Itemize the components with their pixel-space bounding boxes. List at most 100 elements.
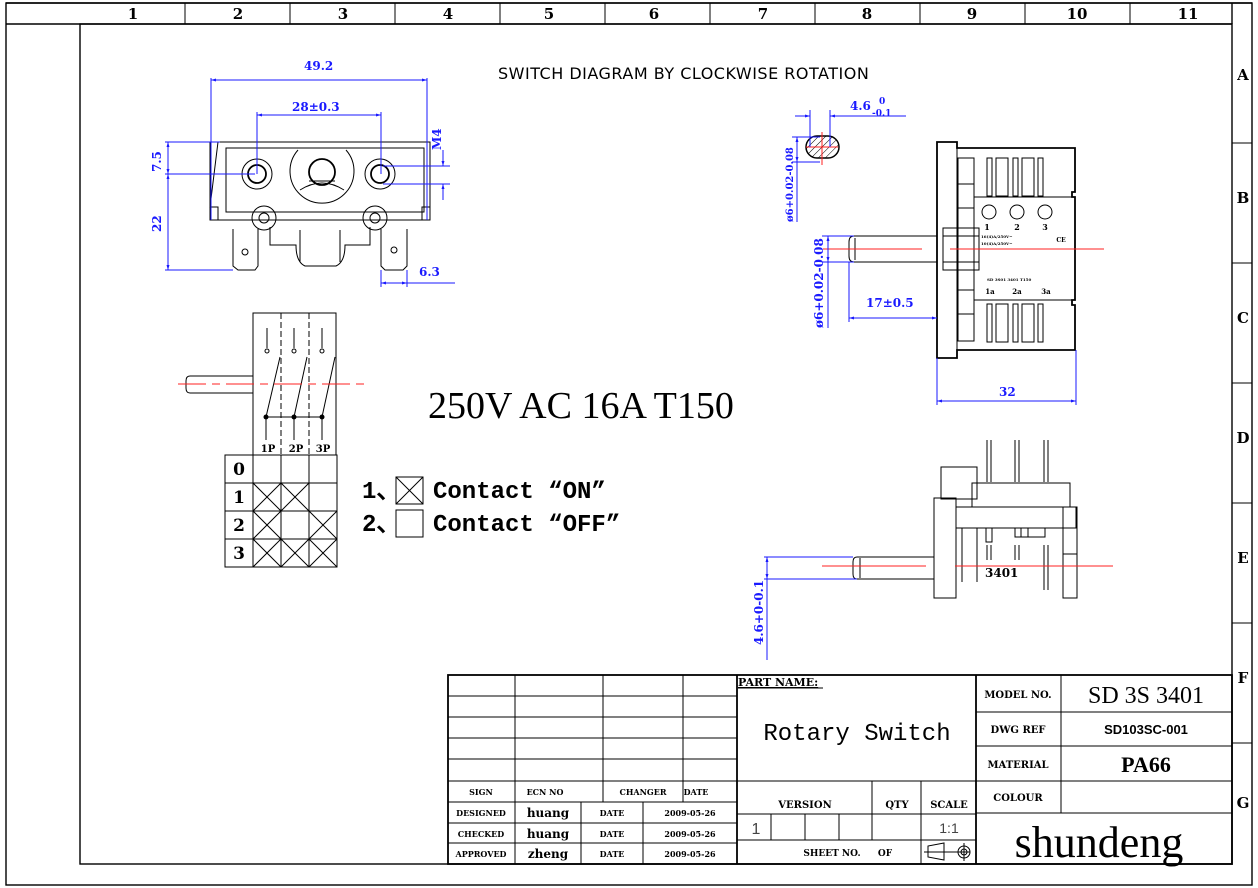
approval-date-label: DATE [600,829,625,839]
of-label: OF [878,849,893,859]
row-zone-dividers [1232,142,1252,744]
contact-off-cell [280,510,310,540]
label-rating-2: 10(4)A/250V~ [981,241,1013,246]
pin-label: 1a [985,287,995,296]
col-label: 5 [544,5,554,23]
sheet-label: SHEET NO. [803,849,860,859]
outer-border [5,2,1253,886]
contact-table-row: 1 [224,482,338,512]
cross-mark [280,538,310,568]
company-name: shundeng [1015,818,1184,867]
contact-on-cell [308,538,338,568]
dim-section-diameter: ø6+0.02-0.08 [785,147,796,222]
row-label: B [1237,189,1250,207]
contact-off-cell [252,454,282,484]
col-label: 7 [758,5,768,23]
row-zone-labels: A B C D E F G [1236,66,1249,812]
contact-table-row: 2 [224,510,338,540]
approval-date: 2009-05-26 [664,829,716,839]
contact-schematic: 1P 2P 3P [178,312,368,456]
scale-value: 1:1 [939,820,959,836]
cross-mark [252,510,282,540]
approval-date-label: DATE [600,808,625,818]
scale-label: SCALE [930,800,968,811]
col-label: 9 [967,5,977,23]
dwg-ref-value: SD103SC-001 [1104,722,1188,737]
approval-date: 2009-05-26 [664,808,716,818]
row-label: D [1236,429,1249,447]
diagram-title: SWITCH DIAGRAM BY CLOCKWISE ROTATION [498,64,869,83]
crossed-box-icon [395,476,424,505]
label-spec: SD 3S01 3401 T150 [987,277,1031,282]
approval-name: zheng [528,847,569,861]
legend-prefix-off: 2、 [362,512,400,539]
position-label: 1 [233,488,245,508]
dim-overall-width: 49.2 [304,59,333,73]
side-view: 4.6 0 -0.1 ø6+0.02-0.08 1 2 [785,97,1104,405]
dim-hole-spacing: 28±0.3 [292,100,340,114]
approval-role: APPROVED [455,849,507,859]
row-label: E [1237,549,1248,567]
col-label: 10 [1067,5,1088,23]
dim-flat-tol-upper: 0 [879,97,885,107]
model-value: SD 3S 3401 [1088,683,1204,709]
approval-role: CHECKED [458,829,504,839]
approval-date: 2009-05-26 [664,849,716,859]
position-label: 3 [233,544,245,564]
legend-text-on: Contact “ON” [433,479,606,506]
col-label: 2 [233,5,243,23]
part-marking: 3401 [985,566,1018,580]
header-date: DATE [684,787,709,797]
column-zone-dividers [184,3,1131,24]
position-label: 0 [233,460,245,480]
header-ecn: ECN NO [527,787,564,797]
row-label: C [1237,309,1249,327]
column-zone-labels: 1 2 3 4 5 6 7 8 9 10 11 [128,5,1199,23]
col-label: 6 [649,5,659,23]
header-sign: SIGN [469,787,493,797]
dim-thread: M4 [430,128,444,150]
cross-mark [308,538,338,568]
position-label: 2 [233,516,245,536]
contact-table: 0 1 2 3 [224,454,338,568]
contact-off-cell [308,482,338,512]
dim-shaft-flat: 4.6+0-0.1 [752,580,766,645]
approval-date-label: DATE [600,849,625,859]
label-rating-1: 16(4)A/250V~ [981,234,1013,239]
legend-text-off: Contact “OFF” [433,512,620,539]
part-name-label: PART NAME: [738,676,818,689]
contact-off-cell [280,454,310,484]
cross-mark [252,482,282,512]
dim-lower-height: 22 [150,215,164,232]
pin-label: 2a [1012,287,1022,296]
part-name: Rotary Switch [763,721,950,748]
row-label: G [1237,794,1250,812]
version-label: VERSION [777,800,831,811]
legend: 1、 Contact “ON” 2、 Contact “OFF” [362,476,620,539]
front-view: 49.2 28±0.3 7.5 22 M4 6.3 [150,59,455,287]
label-cert-mark: CE [1056,237,1066,244]
contact-table-row: 3 [224,538,338,568]
row-label: F [1238,669,1249,687]
material-label: MATERIAL [987,760,1048,771]
dim-body-depth: 32 [999,385,1016,399]
pole-label: 2P [289,444,304,455]
col-label: 11 [1178,5,1199,23]
legend-prefix-on: 1、 [362,479,400,506]
col-label: 3 [338,5,348,23]
approval-name: huang [527,827,570,841]
terminal-label: 1 [984,222,990,232]
dim-flat-tol-lower: -0.1 [872,109,891,119]
dim-upper-height: 7.5 [150,151,164,172]
title-block: SIGN ECN NO CHANGER DATE DESIGNED huang … [447,674,1233,867]
terminal-label: 3 [1042,222,1048,232]
cross-mark [280,482,310,512]
model-label: MODEL NO. [984,690,1051,701]
contact-off-cell [308,454,338,484]
dwg-ref-label: DWG REF [991,725,1046,736]
col-label: 8 [862,5,872,23]
electrical-rating: 250V AC 16A T150 [428,385,734,427]
contact-table-row: 0 [224,454,338,484]
col-label: 1 [128,5,138,23]
